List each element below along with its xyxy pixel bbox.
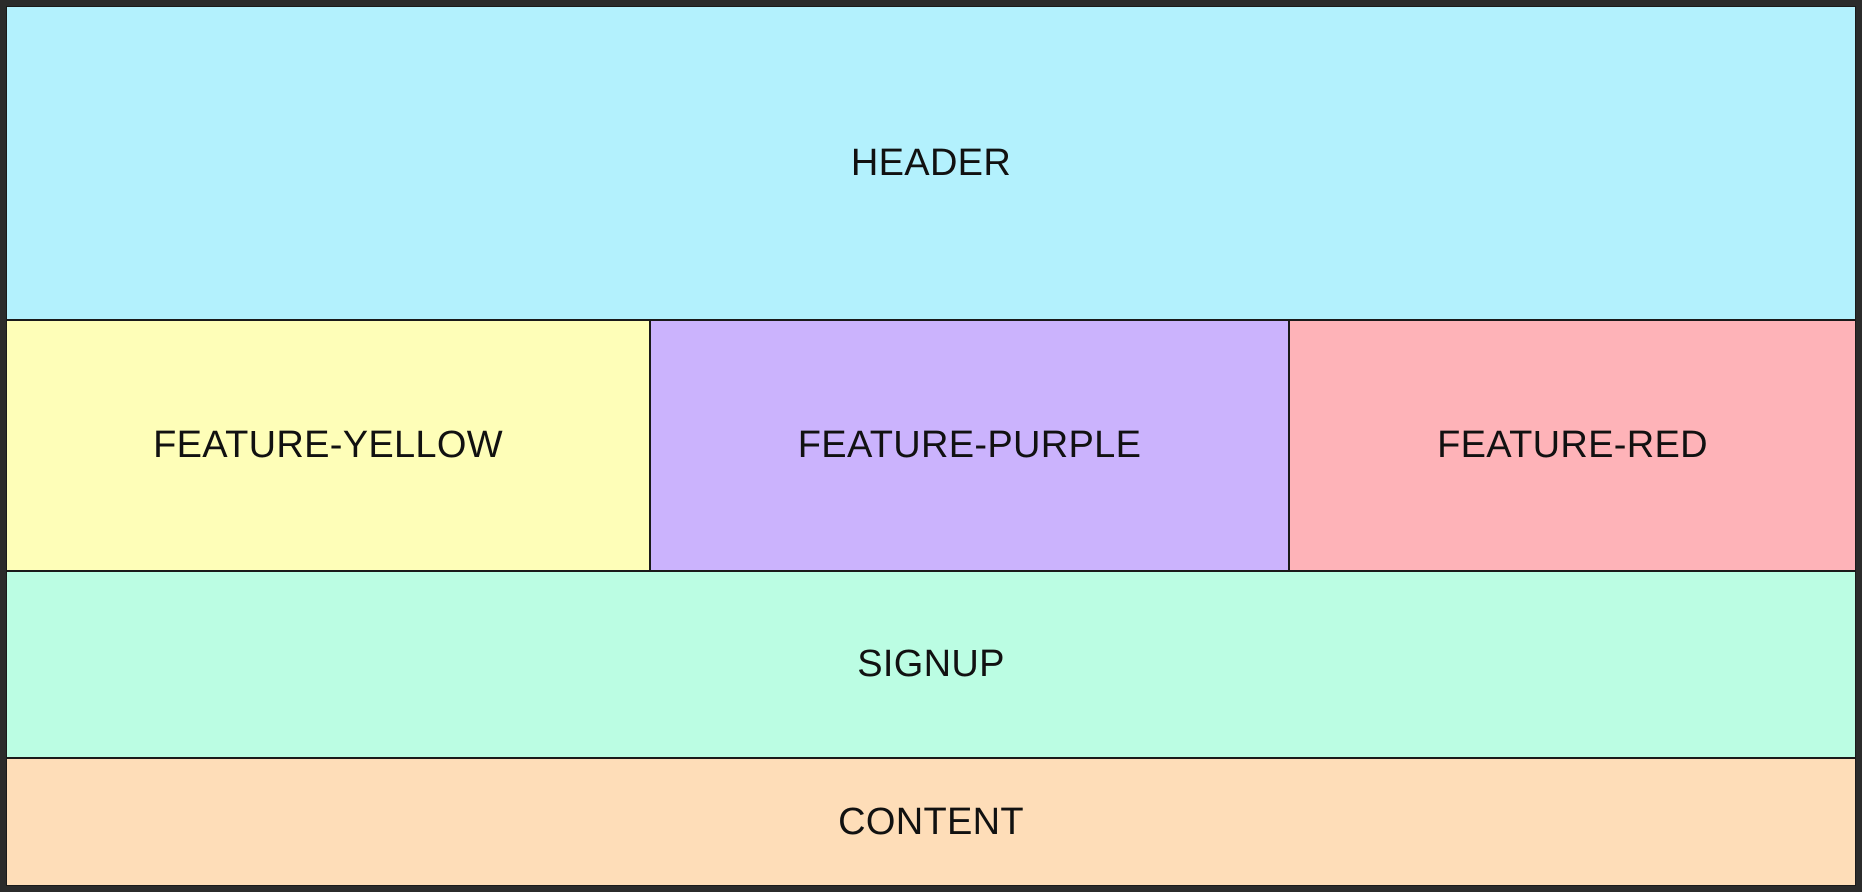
feature-yellow-section: FEATURE-YELLOW <box>6 320 650 571</box>
header-label: HEADER <box>850 141 1012 184</box>
feature-red-label: FEATURE-RED <box>1437 424 1708 466</box>
feature-red-section: FEATURE-RED <box>1289 320 1856 571</box>
signup-section: SIGNUP <box>6 571 1856 758</box>
feature-purple-section: FEATURE-PURPLE <box>650 320 1289 571</box>
signup-label: SIGNUP <box>857 643 1005 685</box>
content-section: CONTENT <box>6 758 1856 886</box>
layout-frame: HEADER FEATURE-YELLOW FEATURE-PURPLE FEA… <box>6 6 1856 886</box>
feature-purple-label: FEATURE-PURPLE <box>797 424 1142 466</box>
content-label: CONTENT <box>838 800 1024 843</box>
feature-yellow-label: FEATURE-YELLOW <box>153 424 503 466</box>
header-section: HEADER <box>6 6 1856 320</box>
